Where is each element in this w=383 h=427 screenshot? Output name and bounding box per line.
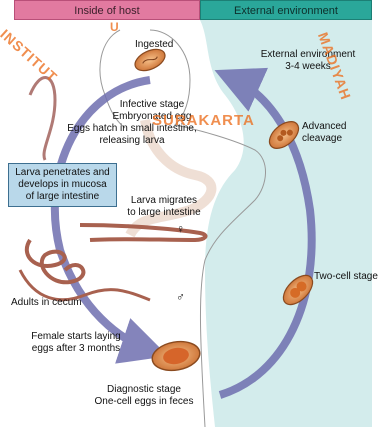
header-host: Inside of host <box>14 0 200 20</box>
egg-one-cell <box>150 338 202 374</box>
label-adults: Adults in cecum <box>11 297 82 309</box>
female-symbol: ♀ <box>176 223 185 235</box>
label-larva-penetrates: Larva penetrates and develops in mucosa … <box>15 167 110 202</box>
label-diagnostic: Diagnostic stage One-cell eggs in feces <box>74 384 214 408</box>
label-ingested: Ingested <box>135 39 173 51</box>
label-advanced-cleavage: Advanced cleavage <box>302 121 346 145</box>
adult-worm-female <box>80 225 205 240</box>
label-two-cell: Two-cell stage <box>314 271 378 283</box>
label-female-laying: Female starts laying eggs after 3 months <box>16 331 136 355</box>
watermark-top: U <box>110 20 120 34</box>
male-symbol: ♂ <box>176 291 185 303</box>
larva-penetrates-box: Larva penetrates and develops in mucosa … <box>8 163 117 207</box>
label-larva-migrates: Larva migrates to large intestine <box>116 195 212 219</box>
header-external: External environment <box>200 0 372 20</box>
label-external-time: External environment 3-4 weeks <box>244 49 372 73</box>
larva-worm <box>30 78 55 160</box>
watermark-center: SURAKARTA <box>152 112 255 129</box>
